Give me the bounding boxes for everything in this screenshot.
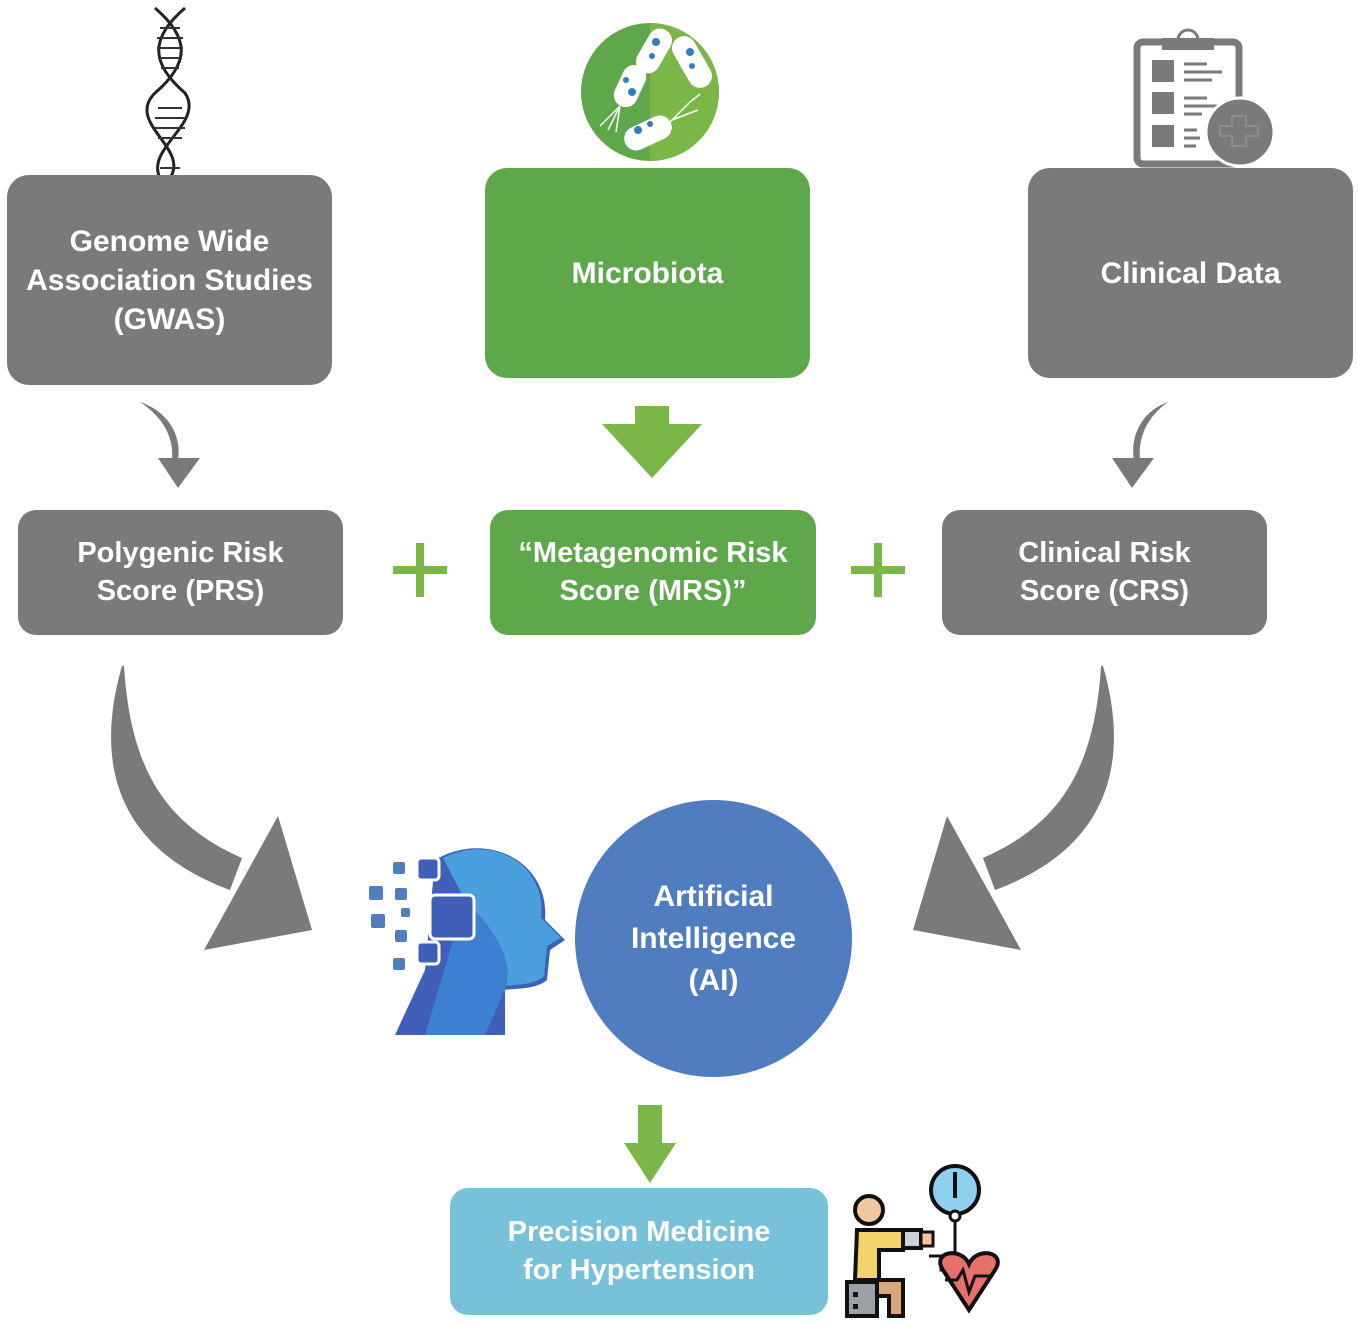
prs-label-line: Polygenic Risk xyxy=(77,536,284,569)
clipboard-medical-icon xyxy=(1133,28,1276,168)
bacteria-icon xyxy=(581,23,719,161)
crs-label-line: Clinical Risk xyxy=(1018,536,1191,569)
outcome-label-line: for Hypertension xyxy=(522,1253,755,1286)
clinical-data-label: Clinical Data xyxy=(1100,256,1281,290)
plus-icon xyxy=(393,543,447,597)
gwas-label-line: Genome Wide xyxy=(69,224,270,258)
arrow-ai-to-outcome xyxy=(624,1105,676,1183)
ai-circle: Artificial Intelligence (AI) xyxy=(575,800,852,1077)
ai-head-icon xyxy=(369,848,565,1035)
gwas-label-line: (GWAS) xyxy=(113,302,226,336)
microbiota-label: Microbiota xyxy=(571,256,724,290)
mrs-label-line: Score (MRS)” xyxy=(559,574,747,607)
clinical-data-box: Clinical Data xyxy=(1028,168,1353,378)
mrs-label-line: “Metagenomic Risk xyxy=(518,536,788,569)
prs-box: Polygenic Risk Score (PRS) xyxy=(18,510,343,635)
arrow-crs-to-ai xyxy=(913,666,1114,950)
plus-icon xyxy=(851,543,905,597)
arrow-prs-to-ai xyxy=(111,666,312,950)
arrow-gwas-to-prs xyxy=(140,402,200,488)
microbiota-box: Microbiota xyxy=(485,168,810,378)
ai-label-line: Artificial xyxy=(653,879,774,913)
ai-label-line: (AI) xyxy=(688,963,739,997)
mrs-box: “Metagenomic Risk Score (MRS)” xyxy=(490,510,816,635)
blood-pressure-patient-icon xyxy=(845,1164,1000,1318)
arrow-microbiota-to-mrs xyxy=(602,406,702,478)
arrow-clinical-to-crs xyxy=(1112,402,1168,488)
gwas-label-line: Association Studies xyxy=(26,263,313,297)
crs-box: Clinical Risk Score (CRS) xyxy=(942,510,1267,635)
prs-label-line: Score (PRS) xyxy=(96,574,265,607)
dna-helix-icon xyxy=(145,6,191,179)
precision-medicine-box: Precision Medicine for Hypertension xyxy=(450,1188,828,1315)
gwas-box: Genome Wide Association Studies (GWAS) xyxy=(7,175,332,385)
ai-label-line: Intelligence xyxy=(630,921,797,955)
outcome-label-line: Precision Medicine xyxy=(507,1215,771,1248)
crs-label-line: Score (CRS) xyxy=(1019,574,1190,607)
